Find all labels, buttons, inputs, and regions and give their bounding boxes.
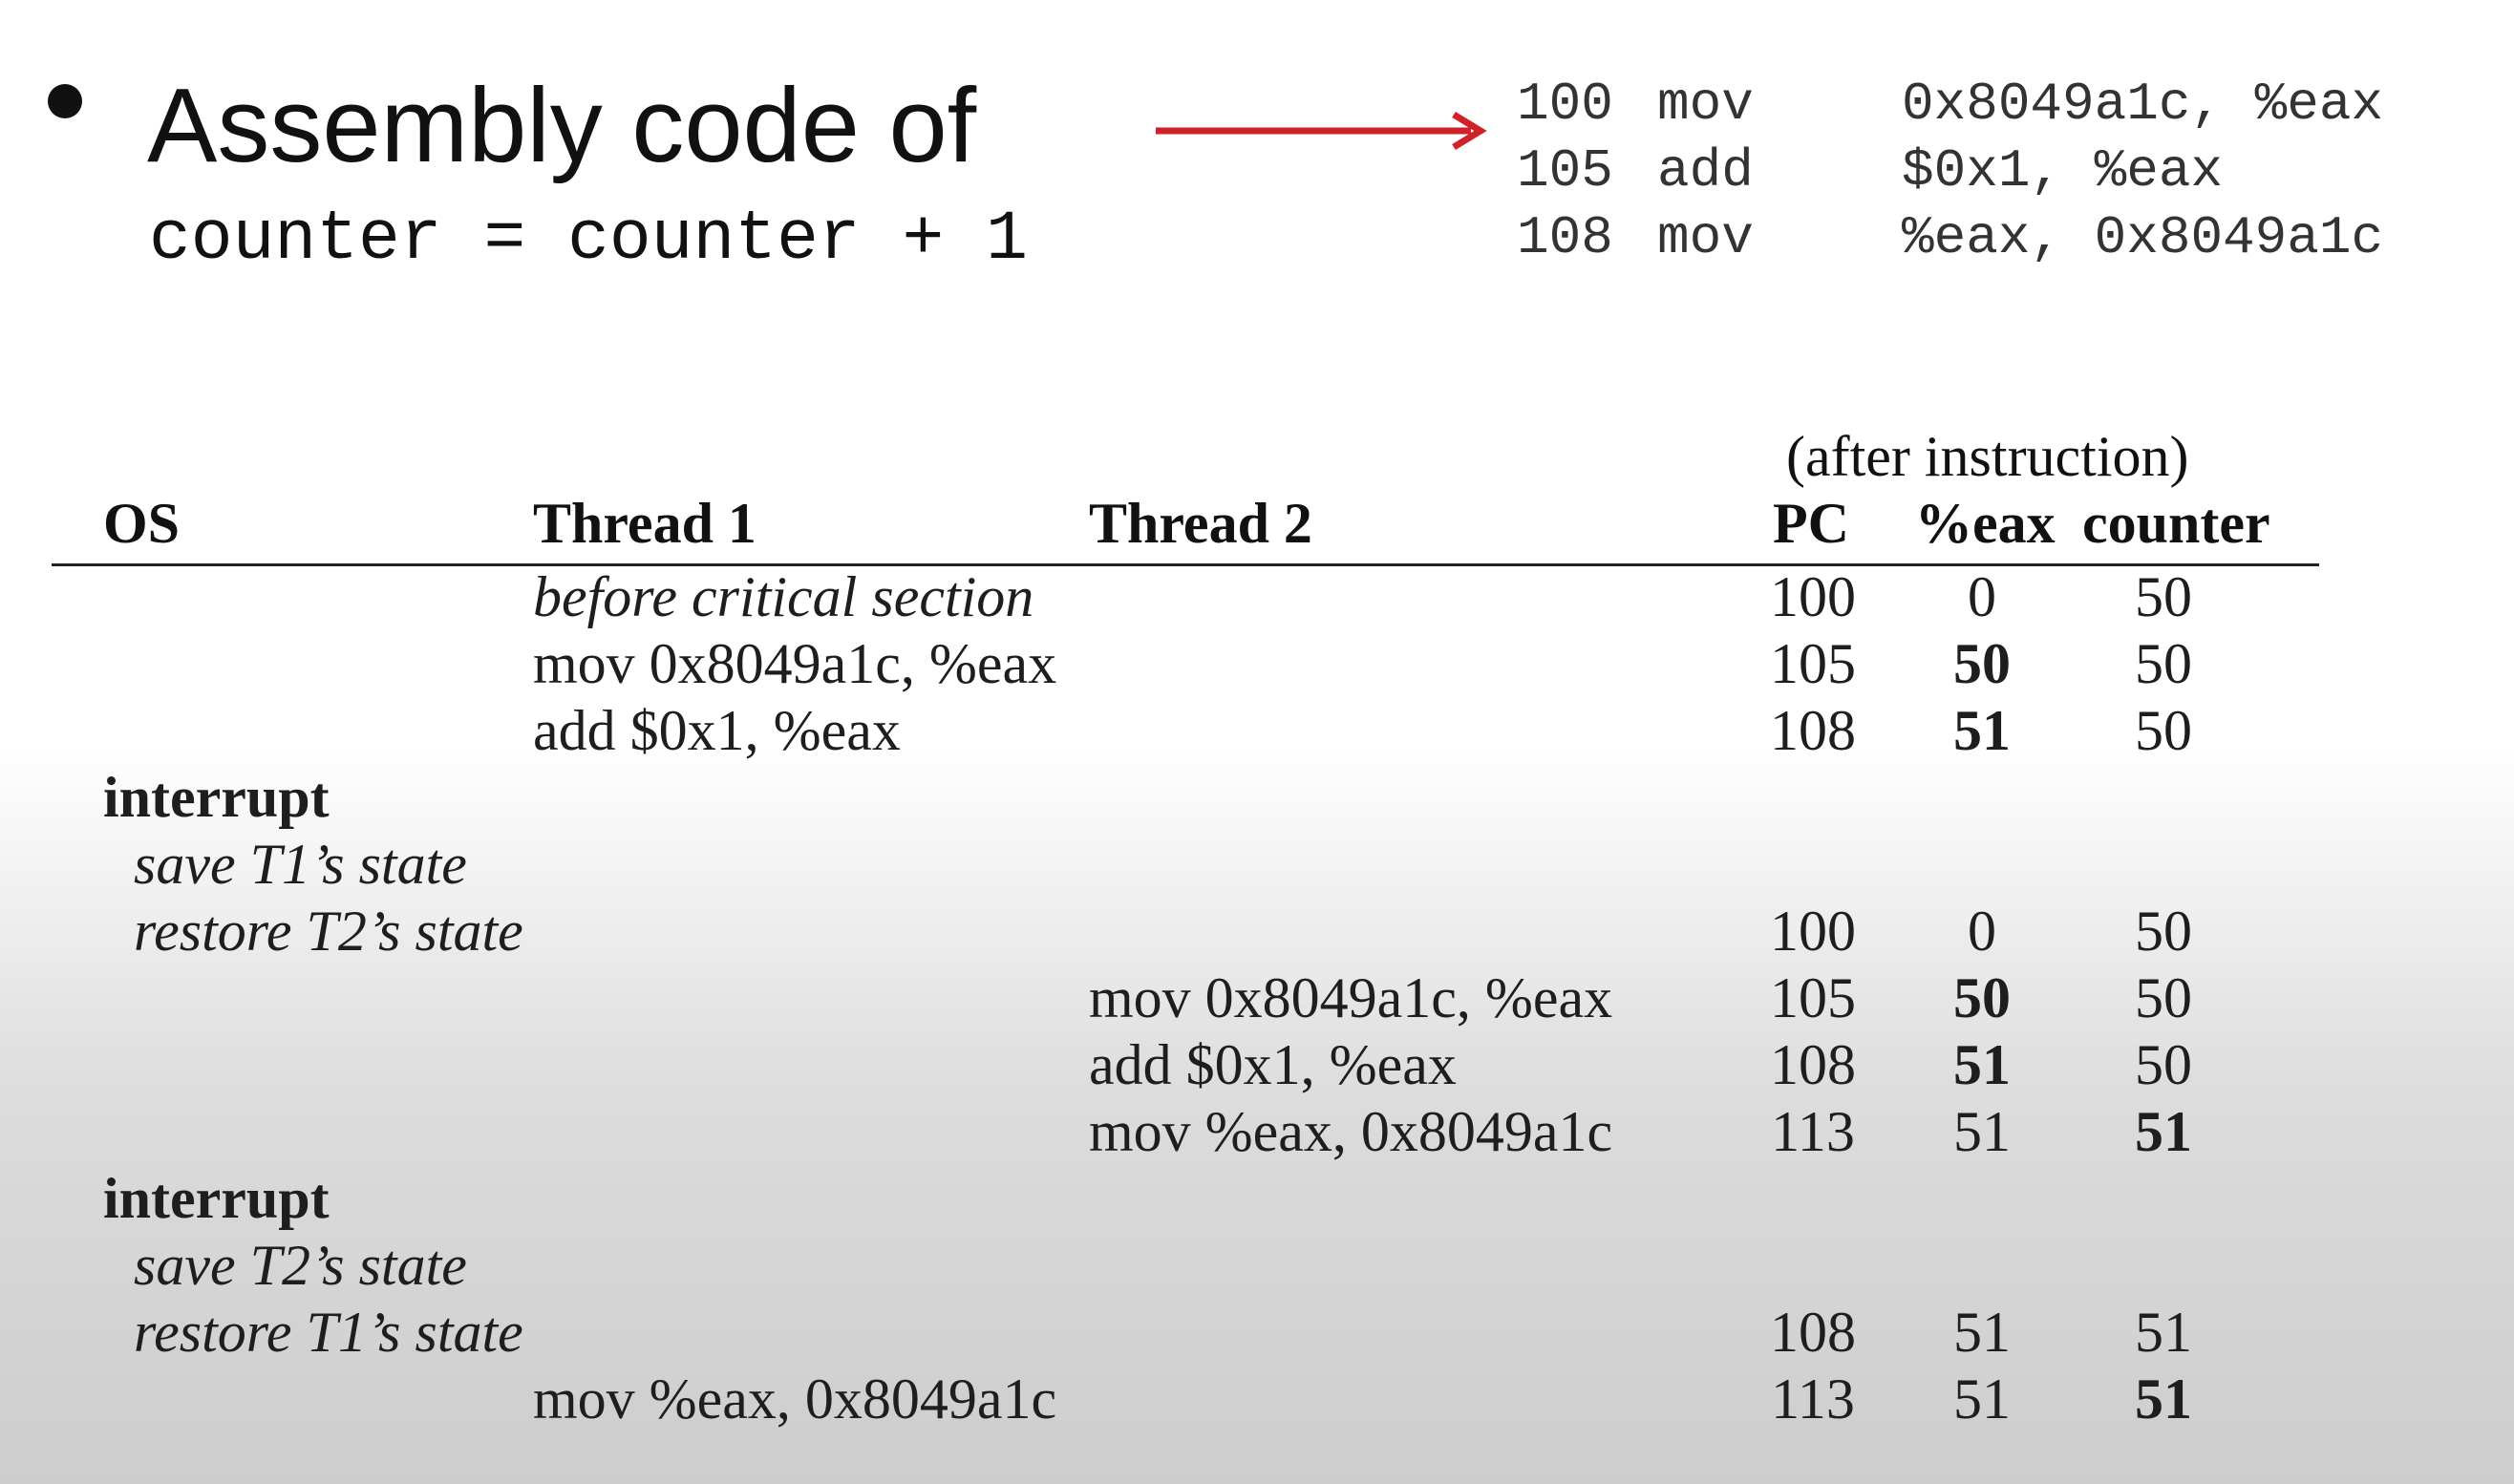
asm-opcode: mov bbox=[1657, 207, 1754, 268]
os-cell: restore T2’s state bbox=[134, 900, 523, 963]
header-thread-2: Thread 2 bbox=[1089, 492, 1312, 555]
header-pc: PC bbox=[1773, 492, 1849, 555]
arrow-head bbox=[1452, 112, 1487, 150]
asm-address: 108 bbox=[1517, 207, 1613, 268]
table-row: save T2’s state bbox=[0, 1232, 2514, 1299]
table-row: mov 0x8049a1c, %eax 105 50 50 bbox=[1089, 966, 2192, 1029]
asm-operands: %eax, 0x8049a1c bbox=[1902, 207, 2384, 268]
asm-address: 100 bbox=[1517, 74, 1613, 135]
thread2-cell: add $0x1, %eax bbox=[1089, 1033, 1457, 1096]
table-row: mov 0x8049a1c, %eax 105 50 50 bbox=[533, 632, 2192, 695]
asm-operands: 0x8049a1c, %eax bbox=[1902, 74, 2384, 135]
bullet-point bbox=[48, 84, 82, 118]
assembly-line: 100 mov 0x8049a1c, %eax bbox=[1517, 71, 2383, 138]
assembly-line: 105 add $0x1, %eax bbox=[1517, 138, 2223, 204]
table-row: mov %eax, 0x8049a1c 113 51 51 bbox=[533, 1367, 2192, 1431]
table-row: save T1’s state bbox=[0, 831, 2514, 898]
header-counter: counter bbox=[2082, 492, 2270, 555]
asm-opcode: mov bbox=[1657, 74, 1754, 135]
thread1-cell: mov %eax, 0x8049a1c bbox=[533, 1367, 1057, 1431]
os-cell: restore T1’s state bbox=[134, 1301, 523, 1364]
assembly-listing: 100 mov 0x8049a1c, %eax 105 add $0x1, %e… bbox=[1517, 71, 2383, 271]
asm-address: 105 bbox=[1517, 140, 1613, 201]
thread1-cell: add $0x1, %eax bbox=[533, 699, 901, 762]
thread1-cell: mov 0x8049a1c, %eax bbox=[533, 632, 1057, 695]
os-cell: interrupt bbox=[103, 1167, 330, 1230]
header-thread-1: Thread 1 bbox=[533, 492, 756, 555]
os-cell: save T1’s state bbox=[134, 833, 467, 896]
slide-heading: Assembly code of bbox=[147, 67, 977, 184]
table-row: interrupt bbox=[0, 1165, 2514, 1232]
table-row: interrupt bbox=[0, 764, 2514, 831]
right-arrow-icon bbox=[1156, 112, 1487, 150]
asm-operands: $0x1, %eax bbox=[1902, 140, 2224, 201]
thread2-cell: mov 0x8049a1c, %eax bbox=[1089, 966, 1613, 1029]
table-row: add $0x1, %eax 108 51 50 bbox=[1089, 1033, 2192, 1096]
after-instruction-label: (after instruction) bbox=[1786, 425, 2189, 488]
header-rule bbox=[52, 563, 2319, 566]
table-row: restore T1’s state 108 51 51 bbox=[134, 1301, 2192, 1364]
header-eax: %eax bbox=[1915, 492, 2056, 555]
table-row: mov %eax, 0x8049a1c 113 51 51 bbox=[1089, 1100, 2192, 1163]
os-cell: interrupt bbox=[103, 766, 330, 829]
assembly-line: 108 mov %eax, 0x8049a1c bbox=[1517, 204, 2383, 271]
table-row: add $0x1, %eax 108 51 50 bbox=[533, 699, 2192, 762]
table-row: before critical section 100 0 50 bbox=[533, 565, 2192, 628]
thread1-cell: before critical section bbox=[533, 565, 1034, 628]
source-statement: counter = counter + 1 bbox=[149, 200, 1028, 279]
interleaving-table: before critical section 100 0 50 mov 0x8… bbox=[0, 563, 2514, 1432]
os-cell: save T2’s state bbox=[134, 1234, 467, 1297]
header-os: OS bbox=[103, 492, 181, 555]
table-row: restore T2’s state 100 0 50 bbox=[134, 900, 2192, 963]
thread2-cell: mov %eax, 0x8049a1c bbox=[1089, 1100, 1613, 1163]
asm-opcode: add bbox=[1657, 140, 1754, 201]
